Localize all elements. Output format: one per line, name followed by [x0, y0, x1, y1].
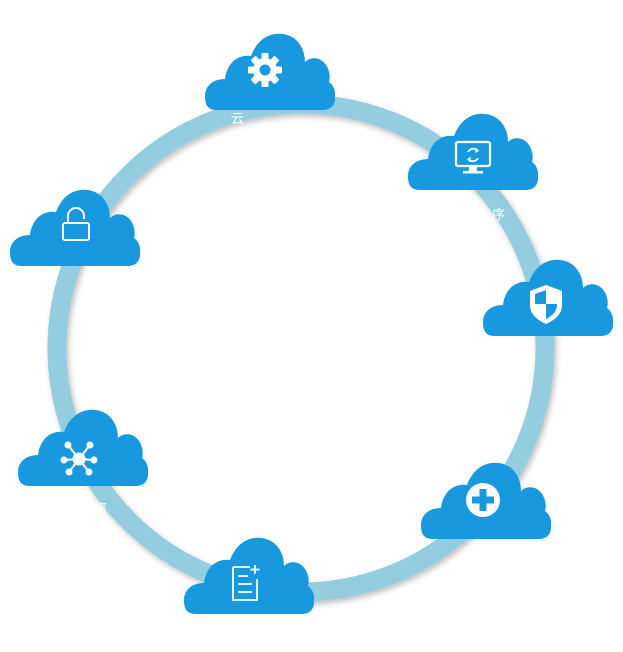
cloud-shape — [18, 409, 148, 486]
cloud-node-network — [18, 409, 148, 486]
shield-icon — [530, 285, 562, 324]
cloud-shape — [10, 189, 140, 266]
cloud-node-security — [483, 259, 613, 336]
plus-circle-icon — [466, 483, 500, 517]
monitor-sync-icon — [454, 140, 492, 174]
network-icon — [60, 441, 98, 476]
document-add-icon — [232, 565, 260, 601]
cloud-node-medical — [421, 462, 551, 539]
label-medical: 二 — [462, 544, 476, 559]
label-monitor: 序 — [492, 207, 506, 222]
cloud-shape — [408, 113, 538, 190]
label-network: 资 — [94, 501, 108, 516]
cloud-node-monitor — [408, 113, 538, 190]
cloud-node-unlock — [10, 189, 140, 266]
gear-icon — [248, 53, 282, 87]
cloud-node-settings — [205, 33, 335, 110]
unlock-icon — [62, 207, 90, 241]
cloud-node-document — [184, 537, 314, 614]
label-settings: 云 — [231, 111, 245, 126]
